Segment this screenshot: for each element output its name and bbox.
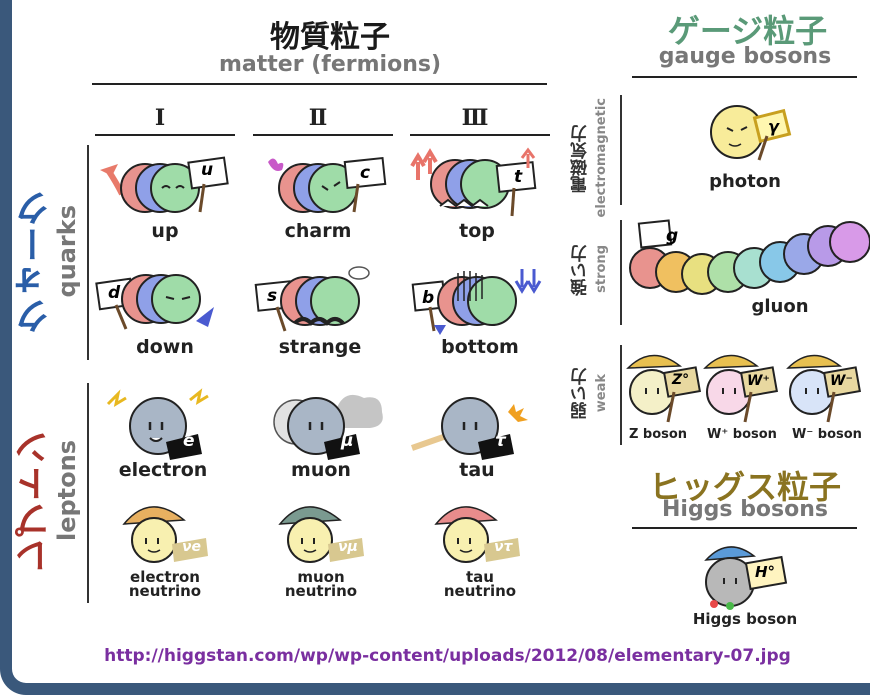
electron-neutrino-label-1: electron bbox=[130, 568, 200, 586]
z-boson-symbol: Z° bbox=[672, 372, 690, 388]
weak-label-jp: 弱い力 bbox=[571, 368, 591, 419]
higgs-symbol: H° bbox=[755, 563, 776, 581]
generation-1: Ⅰ bbox=[154, 105, 166, 131]
w-minus-boson-symbol: W⁻ bbox=[830, 373, 853, 389]
muon-symbol: μ bbox=[341, 431, 354, 451]
up-quark-icon bbox=[100, 156, 229, 213]
w-minus-boson-icon bbox=[786, 354, 861, 423]
tau-neutrino-symbol: ντ bbox=[494, 539, 513, 555]
electron-label: electron bbox=[118, 459, 208, 481]
muon-icon bbox=[273, 394, 383, 460]
gen1-underline bbox=[95, 134, 235, 136]
weak-bracket bbox=[620, 345, 622, 445]
w-plus-boson-label: W⁺ boson bbox=[707, 427, 777, 442]
gauge-divider bbox=[632, 76, 857, 78]
higgs-divider bbox=[632, 527, 857, 529]
electron-neutrino-icon bbox=[122, 506, 208, 563]
electron-neutrino-symbol: νe bbox=[182, 539, 202, 555]
generation-3: Ⅲ bbox=[461, 105, 489, 131]
bottom-symbol: b bbox=[422, 288, 435, 308]
down-quark-icon bbox=[95, 274, 214, 330]
charm-symbol: c bbox=[360, 163, 371, 183]
tau-neutrino-icon bbox=[434, 506, 520, 563]
charm-label: charm bbox=[284, 220, 352, 242]
gluon-label: gluon bbox=[751, 296, 809, 317]
muon-neutrino-label-1: muon bbox=[297, 568, 345, 586]
source-url[interactable]: http://higgstan.com/wp/wp-content/upload… bbox=[104, 646, 791, 666]
leptons-bracket bbox=[87, 383, 89, 603]
tau-label: tau bbox=[459, 459, 495, 481]
matter-title-en: matter (fermions) bbox=[218, 52, 442, 77]
leptons-label-en: leptons bbox=[53, 440, 81, 542]
electron-icon bbox=[106, 388, 209, 460]
gauge-title-jp: ゲージ粒子 bbox=[667, 12, 828, 50]
electron-neutrino-label-2: neutrino bbox=[128, 582, 202, 600]
em-bracket bbox=[620, 95, 622, 205]
generation-2: Ⅱ bbox=[308, 105, 328, 131]
gluon-chain-icon bbox=[629, 219, 870, 295]
top-quark-icon bbox=[410, 147, 537, 217]
electron-symbol: e bbox=[183, 431, 195, 451]
higgs-title-jp: ヒッグス粒子 bbox=[648, 468, 841, 506]
bottom-quark-icon bbox=[411, 269, 542, 335]
higgs-title-en: Higgs bosons bbox=[661, 497, 829, 522]
tau-symbol: τ bbox=[495, 431, 506, 451]
weak-label-en: weak bbox=[594, 374, 609, 413]
photon-symbol: γ bbox=[768, 117, 779, 136]
matter-divider bbox=[92, 83, 547, 85]
strange-label: strange bbox=[278, 336, 362, 358]
w-minus-boson-label: W⁻ boson bbox=[792, 427, 862, 442]
gauge-title-en: gauge bosons bbox=[658, 44, 832, 69]
muon-label: muon bbox=[291, 459, 351, 481]
up-symbol: u bbox=[201, 160, 214, 180]
quarks-label-en: quarks bbox=[53, 205, 81, 298]
strong-label-jp: 強い力 bbox=[571, 245, 591, 296]
gen3-underline bbox=[410, 134, 550, 136]
top-symbol: t bbox=[514, 167, 523, 187]
strong-label-en: strong bbox=[594, 245, 609, 293]
strange-symbol: s bbox=[267, 286, 278, 306]
up-label: up bbox=[151, 220, 179, 242]
bottom-label: bottom bbox=[441, 336, 519, 358]
muon-neutrino-symbol: νμ bbox=[338, 539, 358, 555]
z-boson-icon bbox=[626, 354, 701, 423]
tau-neutrino-label-1: tau bbox=[466, 568, 494, 586]
w-plus-boson-icon bbox=[703, 354, 778, 423]
tau-icon bbox=[411, 397, 528, 460]
em-label-jp: 電磁気力 bbox=[571, 125, 591, 193]
matter-title-jp: 物質粒子 bbox=[270, 20, 390, 55]
gluon-symbol: g bbox=[666, 226, 679, 246]
photon-label: photon bbox=[709, 171, 781, 192]
down-label: down bbox=[136, 336, 194, 358]
strong-bracket bbox=[620, 220, 622, 325]
strange-quark-icon bbox=[254, 266, 370, 332]
top-label: top bbox=[459, 220, 495, 242]
gen2-underline bbox=[253, 134, 393, 136]
em-label-en: electromagnetic bbox=[594, 98, 609, 218]
quarks-bracket bbox=[87, 145, 89, 360]
photon-icon bbox=[710, 105, 792, 161]
higgs-boson-label: Higgs boson bbox=[692, 610, 798, 628]
down-symbol: d bbox=[108, 283, 121, 303]
w-plus-boson-symbol: W⁺ bbox=[747, 373, 770, 389]
muon-neutrino-label-2: neutrino bbox=[284, 582, 358, 600]
higgs-boson-icon bbox=[704, 546, 788, 610]
charm-quark-icon bbox=[268, 156, 387, 213]
tau-neutrino-label-2: neutrino bbox=[443, 582, 517, 600]
z-boson-label: Z boson bbox=[628, 427, 688, 442]
muon-neutrino-icon bbox=[278, 506, 364, 563]
